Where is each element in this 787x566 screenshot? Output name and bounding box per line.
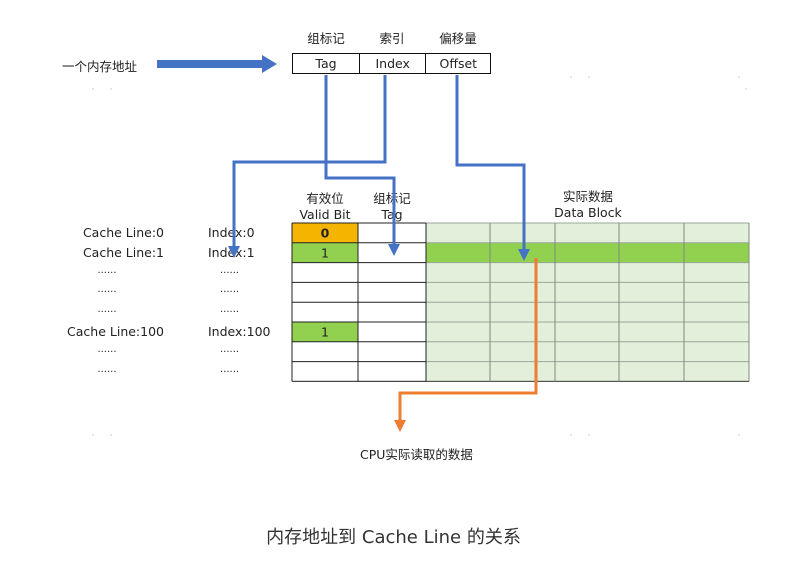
cache-line-label: Cache Line:1 (82, 244, 164, 260)
tag-header-en: Tag (381, 207, 403, 222)
data-block-row-highlight (426, 242, 749, 263)
tag-header-zh: 组标记 (373, 191, 411, 206)
valid-bit-cell-fill (292, 242, 358, 263)
cache-line-label: ...... (97, 284, 117, 296)
index-label: ...... (220, 363, 240, 375)
index-field-header: 索引 (379, 31, 405, 46)
valid-bit-value: 0 (321, 226, 330, 241)
cache-table-grid: 0 1 1 (291, 222, 750, 382)
cache-line-label: ...... (97, 264, 117, 276)
tag-field-header: 组标记 (307, 31, 345, 46)
arrows (157, 55, 538, 432)
cache-line-label: Cache Line:100 (67, 324, 164, 339)
cpu-read-arrow (394, 258, 538, 432)
offset-field-header: 偏移量 (439, 31, 477, 46)
cpu-read-data-label: CPU实际读取的数据 (360, 447, 473, 462)
index-label: ...... (220, 264, 240, 276)
valid-bit-header-zh: 有效位 (306, 191, 344, 206)
cache-line-label: ...... (97, 304, 117, 316)
memory-address-label: 一个内存地址 (62, 59, 138, 74)
data-block-header-zh: 实际数据 (562, 189, 613, 204)
valid-bit-value: 1 (321, 325, 329, 340)
tag-field-box: Tag (292, 53, 360, 74)
valid-bit-cell-fill (292, 223, 358, 243)
valid-bit-cell-fill (292, 322, 358, 342)
figure-caption: 内存地址到 Cache Line 的关系 (266, 527, 521, 548)
index-label: Index:0 (208, 225, 255, 240)
index-label: ...... (220, 304, 240, 316)
offset-arrow (455, 75, 530, 261)
index-label: ...... (220, 343, 240, 355)
cache-line-label: ...... (97, 363, 117, 375)
data-block-header-en: Data Block (554, 205, 622, 220)
valid-bit-header-en: Valid Bit (299, 207, 351, 222)
index-label: ...... (220, 284, 240, 296)
offset-field-box: Offset (425, 53, 492, 74)
cache-line-label: Cache Line:0 (82, 225, 164, 240)
address-to-fields-arrow (157, 55, 277, 73)
valid-bit-value: 1 (321, 245, 329, 260)
index-label: Index:100 (208, 324, 271, 339)
index-arrow (228, 75, 387, 258)
tag-arrow (324, 75, 400, 256)
cache-line-label: ...... (97, 343, 117, 355)
